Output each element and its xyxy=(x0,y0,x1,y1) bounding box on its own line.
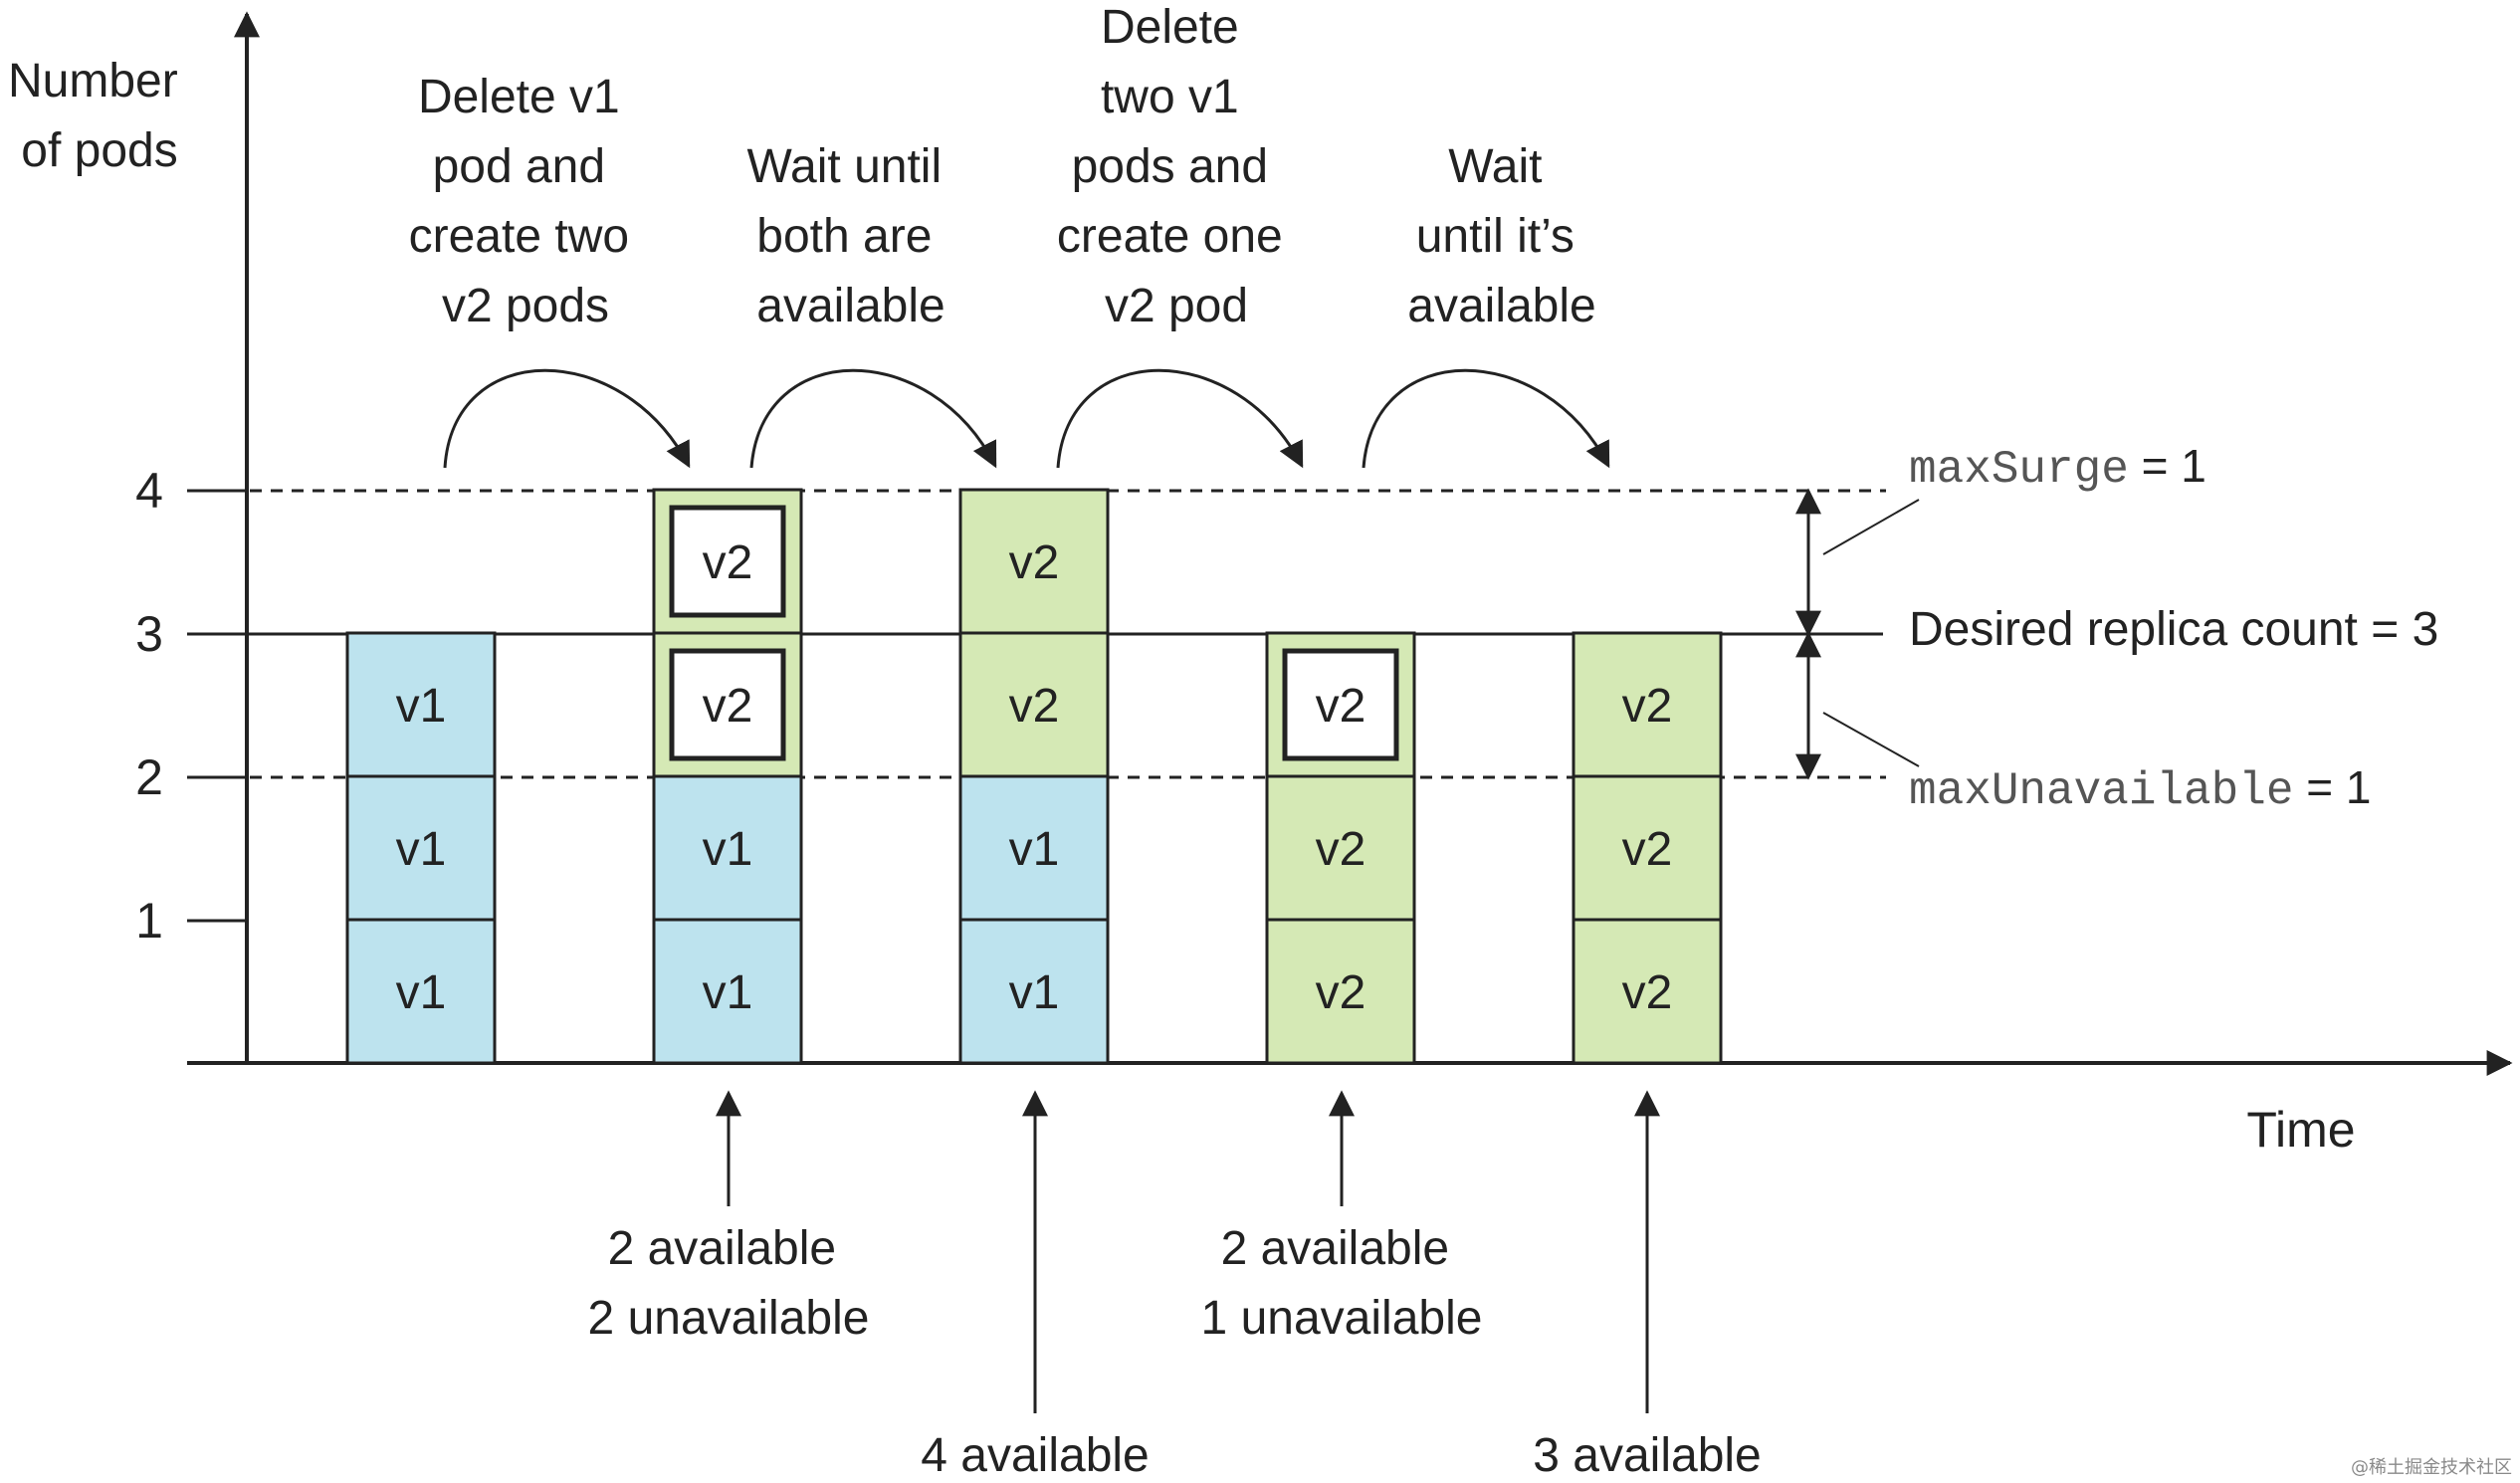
y-axis-title-line: Number xyxy=(8,55,178,107)
pod-starting-frame xyxy=(1282,648,1399,761)
pod-version-label: v2 xyxy=(1622,680,1673,733)
pod-column: v1 v1 v2 v2 xyxy=(652,488,803,1065)
step-arrow xyxy=(1056,368,1304,469)
pod-box xyxy=(958,488,1110,635)
max-unavailable-key: maxUnavailable xyxy=(1909,765,2293,817)
step-label-line: Delete v1 xyxy=(418,71,620,123)
pod-columns: v1 v1 v1 v1 v1 v2 v2 v1 v1 v2 v2 v2 v2 v2 v2 v2 v2 xyxy=(345,488,1723,1065)
pod-box xyxy=(1265,774,1416,922)
pod-column: v1 v1 v1 xyxy=(345,631,497,1065)
step-label-line: pod and xyxy=(433,140,606,193)
pod-box xyxy=(345,918,497,1065)
step-label: Delete v1 pod and create two v2 pods xyxy=(409,71,643,332)
max-surge-label: maxSurge = 1 xyxy=(1909,440,2206,496)
max-surge-leader xyxy=(1822,499,1920,555)
annotation-line: 2 available xyxy=(608,1222,837,1275)
pod-version-label: v2 xyxy=(1009,680,1060,733)
pod-box xyxy=(958,774,1110,922)
pod-version-label: v1 xyxy=(1009,966,1060,1019)
annotation-line: 2 unavailable xyxy=(588,1292,870,1345)
watermark: @稀土掘金技术社区 xyxy=(2351,1457,2512,1478)
pod-box xyxy=(958,918,1110,1065)
step-label-line: create two xyxy=(409,210,629,263)
desired-replica-label: Desired replica count = 3 xyxy=(1909,603,2438,656)
step-label: Delete two v1 pods and create one v2 pod xyxy=(1057,1,1296,332)
pod-starting-frame xyxy=(669,505,786,618)
pod-version-label: v2 xyxy=(1622,823,1673,876)
step-label-line: v2 pods xyxy=(442,280,609,332)
pod-box xyxy=(1572,631,1723,778)
annotation-line: 3 available xyxy=(1533,1429,1762,1482)
step-label-line: Delete xyxy=(1101,1,1239,54)
pod-box xyxy=(1572,918,1723,1065)
pod-column: v2 v2 v2 xyxy=(1572,631,1723,1065)
pod-box xyxy=(345,631,497,778)
step-label-line: v2 pod xyxy=(1105,280,1248,332)
pod-box xyxy=(958,631,1110,778)
max-unavailable-value: = 1 xyxy=(2293,761,2371,813)
y-axis-ticks: 1 2 3 4 xyxy=(135,463,247,949)
pod-version-label: v2 xyxy=(703,680,753,733)
y-tick-label: 4 xyxy=(135,463,163,519)
step-arrows xyxy=(443,368,1610,469)
pod-version-label: v1 xyxy=(703,823,753,876)
step-arrow xyxy=(749,368,997,469)
annotation-label: 4 available xyxy=(921,1429,1150,1482)
pod-version-label: v1 xyxy=(1009,823,1060,876)
pod-version-label: v2 xyxy=(1316,966,1366,1019)
step-label-line: available xyxy=(1407,280,1595,332)
max-unavailable-label: maxUnavailable = 1 xyxy=(1909,761,2371,817)
step-label: Wait until both are available xyxy=(747,140,955,332)
pod-box xyxy=(1572,774,1723,922)
pod-version-label: v1 xyxy=(703,966,753,1019)
pod-version-label: v1 xyxy=(396,823,447,876)
annotation-line: 2 available xyxy=(1221,1222,1450,1275)
pod-column: v1 v1 v2 v2 xyxy=(958,488,1110,1065)
step-label: Wait until it’s available xyxy=(1407,140,1595,332)
step-label-line: two v1 xyxy=(1101,71,1239,123)
annotation-line: 1 unavailable xyxy=(1201,1292,1483,1345)
step-descriptions: Delete v1 pod and create two v2 pods Wai… xyxy=(409,1,1596,332)
pod-version-label: v2 xyxy=(1622,966,1673,1019)
annotation-label: 2 available 2 unavailable xyxy=(588,1222,870,1345)
pod-version-label: v2 xyxy=(1316,823,1366,876)
step-label-line: available xyxy=(756,280,945,332)
availability-annotations: 2 available 2 unavailable 4 available 2 … xyxy=(588,1090,1762,1482)
pod-version-label: v2 xyxy=(703,536,753,589)
pod-box xyxy=(1265,918,1416,1065)
max-unavailable-leader xyxy=(1822,712,1920,767)
annotation-label: 2 available 1 unavailable xyxy=(1201,1222,1483,1345)
step-label-line: Wait xyxy=(1448,140,1542,193)
step-label-line: pods and xyxy=(1072,140,1269,193)
pod-starting-frame xyxy=(669,648,786,761)
annotation-line: 4 available xyxy=(921,1429,1150,1482)
range-arrows xyxy=(1795,488,1920,780)
step-label-line: both are xyxy=(756,210,932,263)
pod-box xyxy=(345,774,497,922)
step-label-line: create one xyxy=(1057,210,1283,263)
annotation-label: 3 available xyxy=(1533,1429,1762,1482)
max-surge-value: = 1 xyxy=(2129,440,2206,492)
y-tick-label: 2 xyxy=(135,749,163,805)
y-tick-label: 1 xyxy=(135,893,163,949)
pod-version-label: v2 xyxy=(1316,680,1366,733)
pod-column: v2 v2 v2 xyxy=(1265,631,1416,1065)
y-tick-label: 3 xyxy=(135,606,163,662)
y-axis-title-line: of pods xyxy=(21,124,177,177)
x-axis-title: Time xyxy=(2246,1102,2355,1158)
y-axis-title: Number of pods xyxy=(8,55,191,177)
pod-version-label: v1 xyxy=(396,966,447,1019)
step-label-line: until it’s xyxy=(1416,210,1575,263)
step-arrow xyxy=(1362,368,1610,469)
step-label-line: Wait until xyxy=(747,140,943,193)
step-arrow xyxy=(443,368,691,469)
pod-version-label: v1 xyxy=(396,680,447,733)
pod-version-label: v2 xyxy=(1009,536,1060,589)
max-surge-key: maxSurge xyxy=(1909,444,2129,496)
